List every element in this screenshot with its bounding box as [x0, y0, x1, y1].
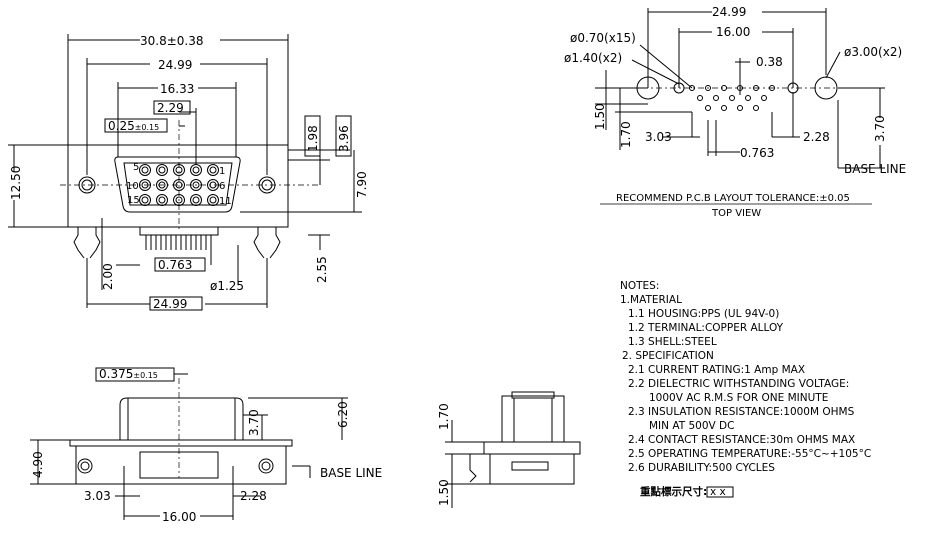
key-dims-box-text: x x — [710, 486, 726, 498]
notes-line-6: 2.1 CURRENT RATING:1 Amp MAX — [628, 364, 805, 376]
notes-line-7: 2.2 DIELECTRIC WITHSTANDING VOLTAGE: — [628, 378, 849, 390]
pin-label-10: 10 — [126, 181, 139, 192]
notes-line-8: 1000V AC R.M.S FOR ONE MINUTE — [649, 392, 828, 404]
notes-line-9: 2.3 INSULATION RESISTANCE:1000M OHMS — [628, 406, 855, 418]
side-dim-top: 1.70 — [437, 403, 451, 430]
notes-line-5: 2. SPECIFICATION — [622, 350, 714, 362]
dim-shell-height: 7.90 — [355, 171, 369, 198]
pin-label-11: 11 — [219, 196, 232, 207]
dim-pin-pitch: 2.29 — [157, 101, 184, 115]
top-base-line: BASE LINE — [844, 162, 906, 176]
board-lock-right — [253, 227, 281, 259]
side-flange — [483, 441, 581, 455]
pin-label-5: 5 — [133, 162, 139, 173]
top-caption: RECOMMEND P.C.B LAYOUT TOLERANCE:±0.05 — [616, 193, 850, 204]
notes-line-4: 1.3 SHELL:STEEL — [628, 336, 717, 348]
bottom-dim-mid: 3.70 — [247, 409, 261, 436]
dim-bracket-height: 2.55 — [315, 256, 329, 283]
top-pin-hole-span: 16.00 — [716, 25, 750, 39]
dim-pin-offset: 0.25±0.15 — [108, 119, 159, 133]
bottom-offset: 0.375±0.15 — [99, 367, 158, 381]
top-view — [595, 8, 885, 205]
key-dims-box — [706, 486, 734, 498]
top-dim-f: 3.70 — [873, 115, 887, 142]
top-dim-e: 2.28 — [803, 130, 830, 144]
top-mount-hole-dia: ø3.00(x2) — [844, 45, 902, 59]
bottom-shell — [119, 397, 244, 440]
front-shell — [114, 156, 241, 213]
side-dim-bottom: 1.50 — [437, 479, 451, 506]
notes-line-1: 1.MATERIAL — [620, 294, 682, 306]
bottom-dim-height: 6.20 — [336, 401, 350, 428]
front-tails — [139, 226, 219, 250]
board-lock-left — [73, 227, 101, 259]
dim-body-height: 12.50 — [9, 166, 23, 200]
bottom-dim-e: 2.28 — [240, 489, 267, 503]
top-dim-c: 3.03 — [645, 130, 672, 144]
dim-row-offset-1: 1.98 — [306, 125, 320, 152]
front-view: 5 1 10 6 15 11 — [8, 34, 362, 311]
bottom-flange — [69, 439, 293, 447]
top-dim-d: 0.763 — [740, 146, 774, 160]
dim-tail-length: 2.00 — [101, 263, 115, 290]
dim-hole-spacing: 24.99 — [158, 58, 192, 72]
top-dim-a: 1.50 — [593, 103, 607, 130]
bottom-dim-c: 3.03 — [84, 489, 111, 503]
top-subcaption: TOP VIEW — [711, 208, 761, 219]
top-half-pitch: 0.38 — [756, 55, 783, 69]
top-boss-hole-dia: ø1.40(x2) — [564, 51, 622, 65]
top-pin-hole-dia: ø0.70(x15) — [570, 31, 636, 45]
top-dim-b: 1.70 — [619, 121, 633, 148]
top-outer-span: 24.99 — [712, 5, 746, 19]
bottom-dim-base: 4.90 — [31, 451, 45, 478]
notes-line-13: 2.6 DURABILITY:500 CYCLES — [628, 462, 775, 474]
notes-line-12: 2.5 OPERATING TEMPERATURE:-55°C~+105°C — [628, 448, 871, 460]
bottom-span: 16.00 — [162, 510, 196, 524]
notes-line-11: 2.4 CONTACT RESISTANCE:30m OHMS MAX — [628, 434, 855, 446]
side-body — [489, 453, 575, 485]
pcb-pin-holes — [689, 85, 775, 111]
pin-label-6: 6 — [219, 181, 225, 192]
bottom-base-line: BASE LINE — [320, 466, 382, 480]
dim-overall-width: 30.8±0.38 — [140, 34, 204, 48]
notes-title: NOTES: — [620, 280, 659, 292]
notes-line-10: MIN AT 500V DC — [649, 420, 734, 432]
side-view — [445, 391, 581, 508]
dim-pin-row-span: 16.33 — [160, 82, 194, 96]
key-dims-label: 重點標示尺寸: — [640, 485, 707, 498]
dim-hole-dia: ø1.25 — [210, 279, 244, 293]
notes-line-2: 1.1 HOUSING:PPS (UL 94V-0) — [628, 308, 779, 320]
side-shell — [501, 395, 565, 443]
pin-label-1: 1 — [219, 166, 225, 177]
pin-label-15: 15 — [127, 195, 140, 206]
notes-line-3: 1.2 TERMINAL:COPPER ALLOY — [628, 322, 784, 334]
dim-bottom-span: 24.99 — [153, 297, 187, 311]
notes-block: NOTES: 1.MATERIAL 1.1 HOUSING:PPS (UL 94… — [620, 280, 871, 498]
bottom-body — [75, 445, 287, 485]
dim-row-offset-2: 3.96 — [337, 125, 351, 152]
bottom-view — [30, 367, 348, 520]
dim-tail-pitch: 0.763 — [158, 258, 192, 272]
